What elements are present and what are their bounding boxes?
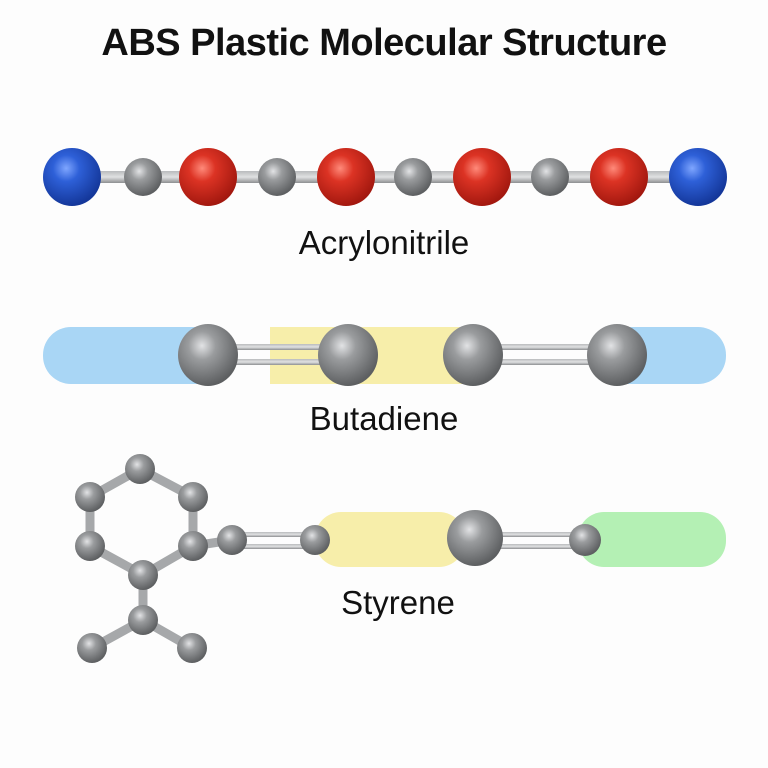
carbon-atom (587, 324, 647, 386)
oxygen-atom (317, 148, 375, 206)
carbon-atom (447, 510, 503, 566)
diagram-title: ABS Plastic Molecular Structure (101, 22, 667, 64)
acrylonitrile-label: Acrylonitrile (298, 224, 470, 261)
carbon-atom (124, 158, 162, 196)
carbon-atom (569, 524, 601, 556)
double-bond (208, 344, 348, 350)
carbon-atom (75, 531, 105, 561)
acrylonitrile-molecule (43, 148, 727, 206)
double-bond (475, 532, 585, 537)
carbon-atom (300, 525, 330, 555)
benzene-ring-bonds (85, 464, 237, 653)
nitrogen-atom (669, 148, 727, 206)
double-bond (473, 344, 617, 350)
carbon-atom (75, 482, 105, 512)
carbon-atom (443, 324, 503, 386)
carbon-atom (125, 454, 155, 484)
styrene-label: Styrene (341, 584, 455, 621)
carbon-atom (177, 633, 207, 663)
carbon-atom (178, 324, 238, 386)
butadiene-molecule (43, 324, 726, 386)
band-yellow (315, 512, 465, 567)
carbon-atom (77, 633, 107, 663)
carbon-atom (128, 605, 158, 635)
styrene-molecule (75, 454, 726, 663)
oxygen-atom (179, 148, 237, 206)
carbon-atom (531, 158, 569, 196)
carbon-atom (258, 158, 296, 196)
carbon-atom (178, 482, 208, 512)
carbon-atom (318, 324, 378, 386)
nitrogen-atom (43, 148, 101, 206)
carbon-atom (178, 531, 208, 561)
butadiene-label: Butadiene (309, 400, 459, 437)
band-green (578, 512, 726, 567)
carbon-atom (394, 158, 432, 196)
oxygen-atom (453, 148, 511, 206)
carbon-atom (128, 560, 158, 590)
oxygen-atom (590, 148, 648, 206)
double-bond (232, 532, 315, 537)
carbon-atom (217, 525, 247, 555)
